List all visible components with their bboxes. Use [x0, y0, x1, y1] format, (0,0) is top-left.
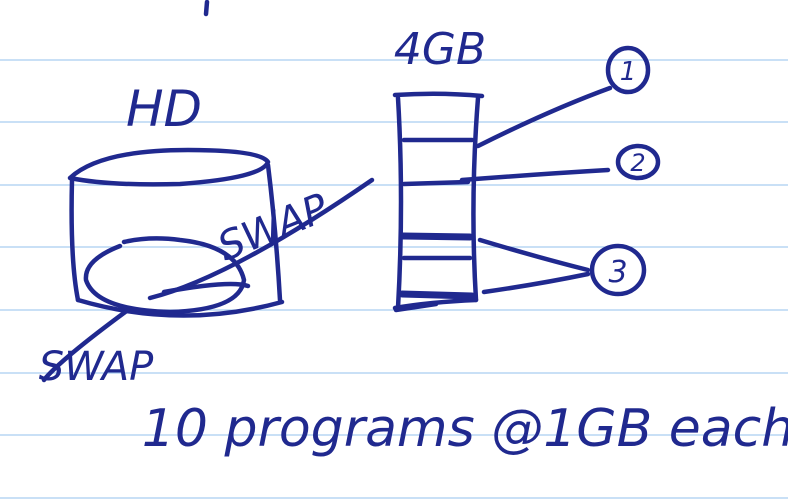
swap-label-bottom: SWAP: [39, 344, 154, 390]
memory-block-3a: [399, 232, 474, 241]
swap-area: [41, 177, 375, 383]
marker-2: 2: [615, 143, 661, 181]
pointer-3a: [477, 237, 591, 273]
programs-note: 10 programs @1GB each: [142, 399, 788, 459]
top-stroke: [203, 0, 210, 17]
disk-label: HD: [126, 80, 202, 138]
pointer-2: [459, 167, 611, 183]
marker-3: 3: [589, 243, 647, 297]
marker-3-label: 3: [608, 255, 627, 290]
memory-label: 4GB: [394, 24, 486, 75]
memory-block-3b: [398, 290, 476, 300]
marker-2-label: 2: [630, 149, 645, 177]
pointer-lines: [459, 85, 613, 295]
pointer-1: [475, 85, 613, 149]
marker-1: 1: [605, 45, 651, 95]
memory-stack: [392, 91, 485, 313]
pointer-3b: [481, 271, 591, 295]
marker-1-label: 1: [620, 57, 637, 87]
hard-disk-cylinder: [67, 147, 285, 318]
